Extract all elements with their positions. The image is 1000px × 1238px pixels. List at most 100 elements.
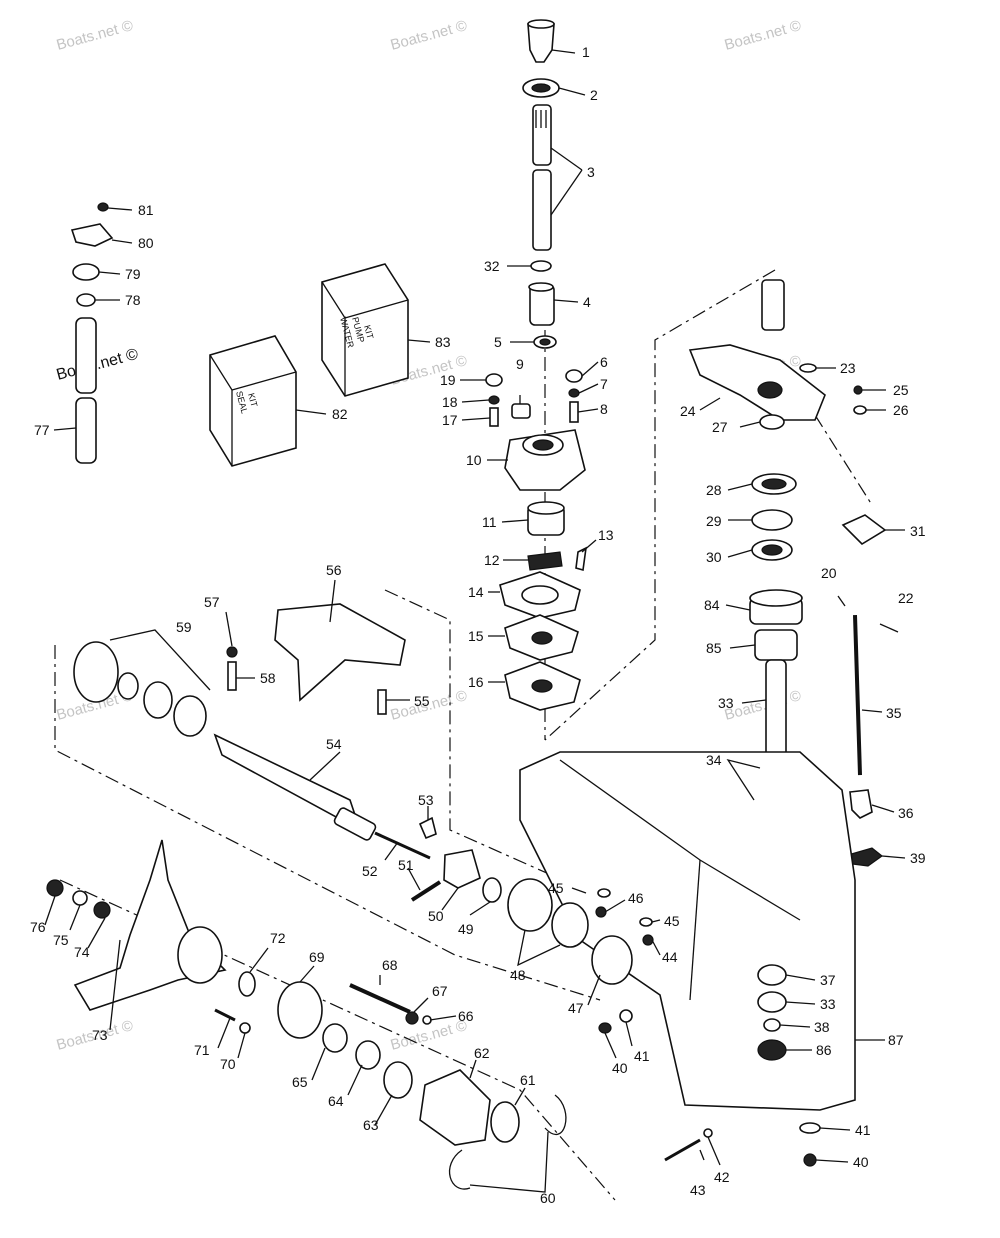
part-51-pin [410, 880, 442, 902]
callout-2: 2 [590, 87, 598, 103]
part-6-nut [565, 369, 583, 383]
part-77-tube-upper [75, 317, 97, 394]
part-3-shaft-lower [532, 169, 552, 251]
part-61-o-ring [490, 1101, 520, 1143]
callout-23: 23 [840, 360, 856, 376]
callout-36: 36 [898, 805, 914, 821]
callout-10: 10 [466, 452, 482, 468]
part-80-clip [70, 223, 114, 247]
callout-61: 61 [520, 1072, 536, 1088]
part-23-washer [799, 363, 817, 373]
part-65-thrust-hub [322, 1023, 348, 1053]
callout-27: 27 [712, 419, 728, 435]
callout-40: 40 [612, 1060, 628, 1076]
part-19-nut [485, 373, 503, 387]
part-67-nut [405, 1011, 419, 1025]
kit-boxes: WATER PUMP KIT SEAL KIT [209, 263, 409, 467]
part-70-washer [239, 1022, 251, 1034]
callout-43: 43 [690, 1182, 706, 1198]
part-52-rod [374, 831, 431, 860]
callout-58: 58 [260, 670, 276, 686]
watermark: Boats.net © [723, 17, 803, 54]
part-86-nut [757, 1039, 787, 1061]
part-49-washer [482, 877, 502, 903]
callout-67: 67 [432, 983, 448, 999]
callout-55: 55 [414, 693, 430, 709]
callout-56: 56 [326, 562, 342, 578]
part-75-washer [72, 890, 88, 906]
part-62-bearing-carrier [419, 1069, 491, 1146]
callout-5: 5 [494, 334, 502, 350]
callout-59: 59 [176, 619, 192, 635]
callout-9: 9 [516, 356, 524, 372]
callout-41: 41 [855, 1122, 871, 1138]
callout-86: 86 [816, 1042, 832, 1058]
part-46-screw [595, 906, 607, 918]
shift-cover-group [688, 279, 887, 561]
part-68-bolt [349, 983, 411, 1014]
callout-80: 80 [138, 235, 154, 251]
watermark: Boats.net © [55, 17, 135, 54]
callout-40: 40 [853, 1154, 869, 1170]
callout-35: 35 [886, 705, 902, 721]
callout-45: 45 [548, 880, 564, 896]
callout-46: 46 [628, 890, 644, 906]
part-8-stud [569, 401, 579, 423]
callout-48: 48 [510, 967, 526, 983]
callout-1: 1 [582, 44, 590, 60]
callout-82: 82 [332, 406, 348, 422]
part-76-nut [46, 879, 64, 897]
callout-numbers: 1 2 3 32 4 5 6 7 8 9 19 18 17 10 11 12 1… [30, 44, 926, 1206]
part-69-hub [277, 981, 323, 1039]
part-71-screw [214, 1008, 236, 1022]
callout-16: 16 [468, 674, 484, 690]
part-1-bushing [527, 23, 555, 63]
part-66-washer [422, 1015, 432, 1025]
part-12-impeller [527, 551, 563, 571]
callout-74: 74 [74, 944, 90, 960]
callout-4: 4 [583, 294, 591, 310]
callout-73: 73 [92, 1027, 108, 1043]
callout-26: 26 [893, 402, 909, 418]
part-45-washer [597, 888, 611, 898]
prop-shaft-group [73, 603, 654, 985]
part-78-seal [76, 293, 96, 307]
callout-22: 22 [898, 590, 914, 606]
callout-28: 28 [706, 482, 722, 498]
part-59-gear [173, 695, 207, 737]
callout-83: 83 [435, 334, 451, 350]
part-41-washer [619, 1009, 633, 1023]
part-17-stud [489, 407, 499, 427]
callout-66: 66 [458, 1008, 474, 1024]
callout-54: 54 [326, 736, 342, 752]
callout-39: 39 [910, 850, 926, 866]
callout-87: 87 [888, 1032, 904, 1048]
callout-19: 19 [440, 372, 456, 388]
watermark: Boats.net © [389, 17, 469, 54]
water-pump-group [485, 369, 587, 711]
part-55-screw [377, 689, 387, 715]
callout-51: 51 [398, 857, 414, 873]
part-63-o-ring [383, 1061, 413, 1099]
part-85-bearing [754, 629, 798, 661]
part-43-screw [664, 1138, 701, 1162]
callout-12: 12 [484, 552, 500, 568]
callout-85: 85 [706, 640, 722, 656]
callout-15: 15 [468, 628, 484, 644]
callout-3: 3 [587, 164, 595, 180]
callout-6: 6 [600, 354, 608, 370]
water-tube-group [70, 202, 114, 464]
callout-34: 34 [706, 752, 722, 768]
part-13-key [575, 546, 587, 572]
part-40-screw [598, 1022, 612, 1034]
callout-24: 24 [680, 403, 696, 419]
callout-37: 37 [820, 972, 836, 988]
callout-38: 38 [814, 1019, 830, 1035]
callout-64: 64 [328, 1093, 344, 1109]
callout-81: 81 [138, 202, 154, 218]
part-31-gasket [841, 514, 887, 546]
callout-33: 33 [718, 695, 734, 711]
callout-33: 33 [820, 996, 836, 1012]
watermark-dark: Boats.net © [55, 346, 141, 384]
